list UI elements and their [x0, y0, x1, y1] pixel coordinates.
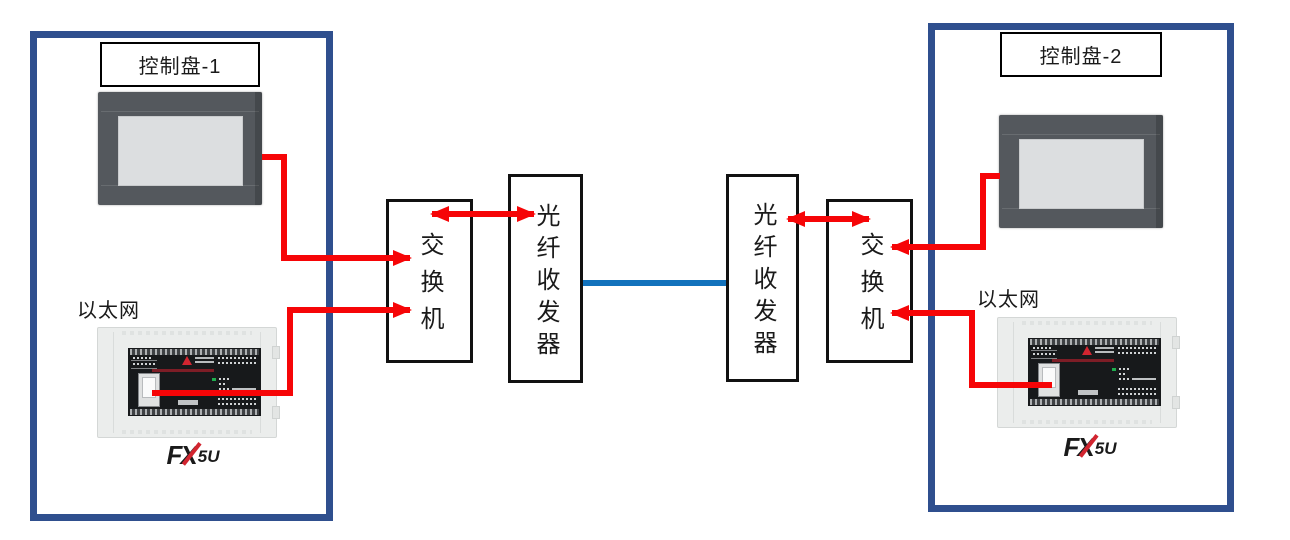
mitsubishi-logo-mark — [182, 356, 192, 365]
control-panel-2-title: 控制盘-2 — [1000, 32, 1162, 77]
hmi-screen — [1019, 139, 1144, 209]
fx-logo-x: X — [180, 442, 202, 468]
plc-port-labels — [1033, 347, 1053, 349]
plc-divider — [1031, 358, 1057, 359]
plc-accent-line — [1052, 359, 1114, 362]
plc-terminal-strip — [1030, 339, 1159, 345]
plc-in-labels — [218, 357, 256, 359]
ethernet-label-2: 以太网 — [977, 289, 1040, 311]
mitsubishi-logo-mark — [1082, 346, 1092, 355]
fx-logo-x: X — [1077, 434, 1099, 460]
plc-terminal-screws — [1022, 420, 1152, 424]
plc-out-labels — [218, 398, 256, 400]
mitsubishi-logo-text — [1095, 347, 1114, 349]
plc-chassis — [997, 317, 1180, 428]
plc-in-labels — [218, 362, 256, 364]
hmi-bezel-edge — [1156, 115, 1163, 228]
plc-out-labels — [1118, 388, 1156, 390]
node-fiber-transceiver-left: 光纤收发器 — [508, 174, 583, 383]
hmi-bezel-line — [1002, 134, 1160, 135]
node-label: 光纤收发器 — [532, 202, 559, 363]
hmi-display-1 — [98, 92, 262, 205]
plc-chassis — [97, 327, 280, 438]
plc-terminal-screws — [1022, 321, 1152, 325]
plc-divider — [131, 360, 157, 361]
mitsubishi-logo-icon — [1082, 345, 1118, 356]
plc-status-labels — [1119, 368, 1129, 370]
fx-logo-f: F — [1063, 432, 1080, 462]
plc-seam — [113, 332, 114, 433]
plc-mount-tab — [272, 346, 280, 359]
plc-nameplate — [1078, 390, 1098, 395]
control-panel-2-frame — [928, 23, 1234, 512]
fx5u-logo-2: F X 5U — [1050, 432, 1130, 460]
hmi-display-2 — [999, 115, 1163, 228]
plc-status-labels — [219, 383, 227, 385]
lan-port-icon — [138, 373, 160, 407]
hmi-bezel-edge — [255, 92, 262, 205]
hmi-bezel-line — [101, 111, 259, 112]
plc-mount-tab — [1172, 396, 1180, 409]
fx5u-plc-1 — [97, 327, 280, 438]
plc-out-labels — [1118, 393, 1156, 395]
lan-port-socket — [142, 377, 156, 398]
plc-accent-line — [152, 369, 214, 372]
fx5u-logo-1: F X 5U — [153, 440, 233, 468]
hmi-screen — [118, 116, 243, 186]
plc-model-label — [232, 388, 256, 390]
plc-port-labels — [133, 357, 153, 359]
plc-terminal-screws — [122, 430, 252, 434]
plc-terminal-screws — [122, 331, 252, 335]
plc-port-labels — [1033, 353, 1057, 355]
plc-front-panel — [1028, 338, 1161, 406]
plc-terminal-strip — [1030, 399, 1159, 405]
plc-seam — [1013, 322, 1014, 423]
plc-in-labels — [1118, 347, 1156, 349]
fx-logo-suffix: 5U — [197, 447, 220, 467]
node-switch-left: 交换机 — [386, 199, 473, 363]
node-label: 交换机 — [856, 232, 883, 343]
mitsubishi-logo-text — [195, 361, 214, 363]
lan-port-icon — [1038, 363, 1060, 397]
fx5u-plc-2 — [997, 317, 1180, 428]
ethernet-label-1: 以太网 — [77, 300, 140, 322]
node-label: 交换机 — [416, 232, 443, 343]
node-fiber-transceiver-right: 光纤收发器 — [726, 174, 799, 382]
plc-model-label — [1132, 378, 1156, 380]
plc-front-panel — [128, 348, 261, 416]
plc-port-labels — [133, 363, 157, 365]
node-label: 光纤收发器 — [749, 202, 776, 362]
plc-status-labels — [1119, 373, 1127, 375]
plc-status-labels — [219, 388, 229, 390]
plc-mount-tab — [272, 406, 280, 419]
plc-status-labels — [1119, 378, 1129, 380]
plc-out-labels — [218, 403, 256, 405]
plc-divider — [131, 368, 157, 369]
pwr-led — [212, 378, 216, 381]
plc-status-labels — [219, 378, 229, 380]
fx-logo-f: F — [166, 440, 183, 470]
plc-mount-tab — [1172, 336, 1180, 349]
fx-logo-suffix: 5U — [1094, 439, 1117, 459]
mitsubishi-logo-text — [195, 357, 214, 359]
mitsubishi-logo-text — [1095, 351, 1114, 353]
control-panel-1-title: 控制盘-1 — [100, 42, 260, 87]
pwr-led — [1112, 368, 1116, 371]
mitsubishi-logo-icon — [182, 355, 218, 366]
node-switch-right: 交换机 — [826, 199, 913, 363]
plc-terminal-strip — [130, 409, 259, 415]
lan-port-socket — [1042, 367, 1056, 388]
plc-nameplate — [178, 400, 198, 405]
plc-in-labels — [1118, 352, 1156, 354]
plc-divider — [1031, 350, 1057, 351]
